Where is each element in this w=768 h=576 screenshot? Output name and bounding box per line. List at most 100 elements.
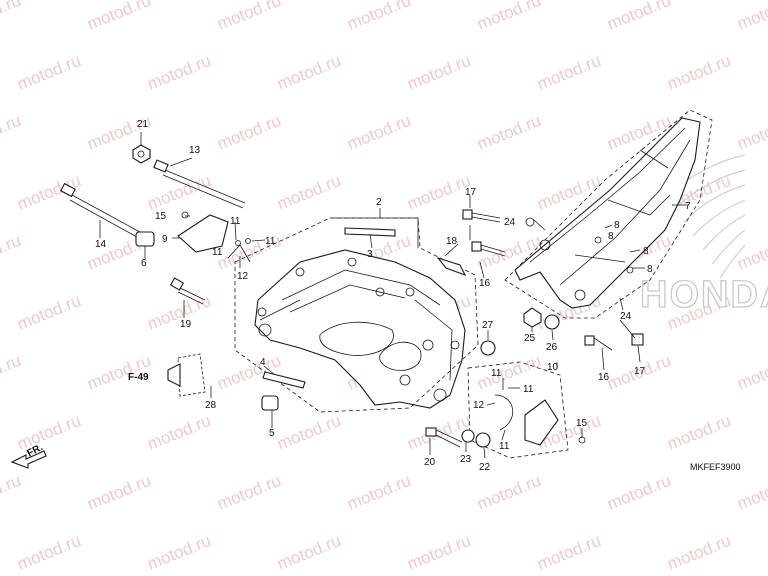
collar-6 — [135, 231, 155, 247]
ref-box — [177, 353, 206, 397]
watermark-text: motod.ru — [404, 51, 473, 94]
callout-6: 6 — [141, 258, 147, 269]
bolt-16-lower — [584, 335, 613, 351]
watermark-text: motod.ru — [0, 351, 24, 394]
watermark-text: motod.ru — [274, 531, 343, 574]
watermark-text: motod.ru — [144, 51, 213, 94]
callout-11-b: 11 — [265, 236, 276, 247]
side-cover-plate — [524, 399, 559, 446]
callout-8-a: 8 — [614, 220, 620, 231]
callout-18: 18 — [446, 236, 458, 247]
callout-28: 28 — [205, 400, 217, 411]
watermark-text: motod.ru — [274, 411, 343, 454]
watermark-text: motod.ru — [404, 171, 473, 214]
watermark-text: motod.ru — [604, 471, 673, 514]
callout-16-lower: 16 — [598, 372, 610, 383]
callout-5: 5 — [269, 428, 275, 439]
watermark-text: motod.ru — [144, 411, 213, 454]
watermark-text: motod.ru — [84, 471, 153, 514]
watermark-text: motod.ru — [734, 471, 768, 514]
watermark-text: motod.ru — [344, 471, 413, 514]
watermark-text: motod.ru — [344, 0, 413, 34]
watermark-text: motod.ru — [214, 351, 283, 394]
ref-arrow — [167, 363, 181, 387]
callout-11-d: 11 — [491, 368, 502, 379]
honda-wing-logo — [667, 154, 746, 279]
watermark-text: motod.ru — [734, 351, 768, 394]
watermark-text: motod.ru — [214, 471, 283, 514]
callout-24-lower: 24 — [620, 311, 632, 322]
callout-17-lower: 17 — [634, 366, 646, 377]
watermark-text: motod.ru — [0, 471, 24, 514]
callout-9: 9 — [162, 234, 168, 245]
callout-8-b: 8 — [643, 246, 649, 257]
watermark-text: motod.ru — [474, 471, 543, 514]
bolt-20 — [425, 427, 463, 448]
watermark-text: motod.ru — [274, 51, 343, 94]
clip-24-upper — [525, 217, 535, 227]
callout-26: 26 — [546, 342, 558, 353]
watermark-text: motod.ru — [14, 291, 83, 334]
watermark-text: motod.ru — [534, 51, 603, 94]
watermark-text: motod.ru — [14, 51, 83, 94]
subframe-group-outline — [504, 109, 713, 319]
watermark-text: motod.ru — [0, 111, 24, 154]
watermark-text: motod.ru — [144, 531, 213, 574]
watermark-text: motod.ru — [214, 0, 283, 34]
bolt-17-lower — [619, 319, 644, 346]
callout-25: 25 — [524, 333, 536, 344]
clip-11-a — [235, 240, 241, 246]
nut-25 — [523, 307, 542, 328]
callout-numbers: 21 13 14 6 2 3 9 15 11 11 11 12 19 4 5 2… — [95, 119, 691, 473]
callout-24-upper: 24 — [504, 217, 516, 228]
callout-11-f: 11 — [499, 441, 510, 452]
watermark-text: motod.ru — [734, 111, 768, 154]
watermark-text: motod.ru — [664, 51, 733, 94]
watermark-text: motod.ru — [534, 531, 603, 574]
callout-10: 10 — [547, 362, 559, 373]
bolt-14 — [60, 182, 141, 238]
front-arrow-icon — [10, 450, 47, 469]
callout-17-upper: 17 — [465, 187, 477, 198]
callout-20: 20 — [424, 457, 436, 468]
callout-16-upper: 16 — [479, 278, 491, 289]
callout-13: 13 — [189, 145, 201, 156]
bolt-19 — [169, 277, 206, 305]
callout-4: 4 — [260, 357, 266, 368]
washer-23 — [461, 429, 475, 443]
watermark-text: motod.ru — [474, 0, 543, 34]
strip-4 — [262, 371, 306, 389]
watermark-text: motod.ru — [84, 0, 153, 34]
watermark-text: motod.ru — [14, 411, 83, 454]
callout-19: 19 — [180, 319, 192, 330]
watermark-text: motod.ru — [664, 531, 733, 574]
callout-2: 2 — [376, 197, 382, 208]
watermark-text: motod.ru — [734, 0, 768, 34]
callout-11-a: 11 — [230, 216, 241, 227]
band-clip — [494, 394, 514, 431]
watermark-text: motod.ru — [274, 171, 343, 214]
rear-subframe — [514, 117, 701, 309]
strip-3 — [344, 227, 396, 237]
honda-brand-text: HONDA — [640, 274, 768, 316]
collar-5 — [261, 395, 279, 411]
bolt-15-upper — [181, 211, 189, 219]
bolt-13 — [153, 159, 246, 209]
watermark-text: motod.ru — [0, 231, 24, 274]
main-frame — [254, 249, 466, 409]
callout-7: 7 — [685, 201, 691, 212]
watermark-text: motod.ru — [214, 111, 283, 154]
nut-27 — [480, 340, 496, 356]
watermark-text: motod.ru — [404, 531, 473, 574]
bolt-16-upper — [471, 241, 506, 257]
ref-label-f49: F-49 — [128, 372, 149, 383]
watermark-text: motod.ru — [474, 111, 543, 154]
callout-15-upper: 15 — [155, 211, 167, 222]
callout-8-d: 8 — [608, 231, 614, 242]
leader-lines — [99, 132, 688, 459]
callout-12-lower: 12 — [473, 400, 485, 411]
washer-26 — [544, 314, 560, 330]
callout-8-c: 8 — [647, 264, 653, 275]
mount-bracket-9 — [177, 214, 229, 253]
